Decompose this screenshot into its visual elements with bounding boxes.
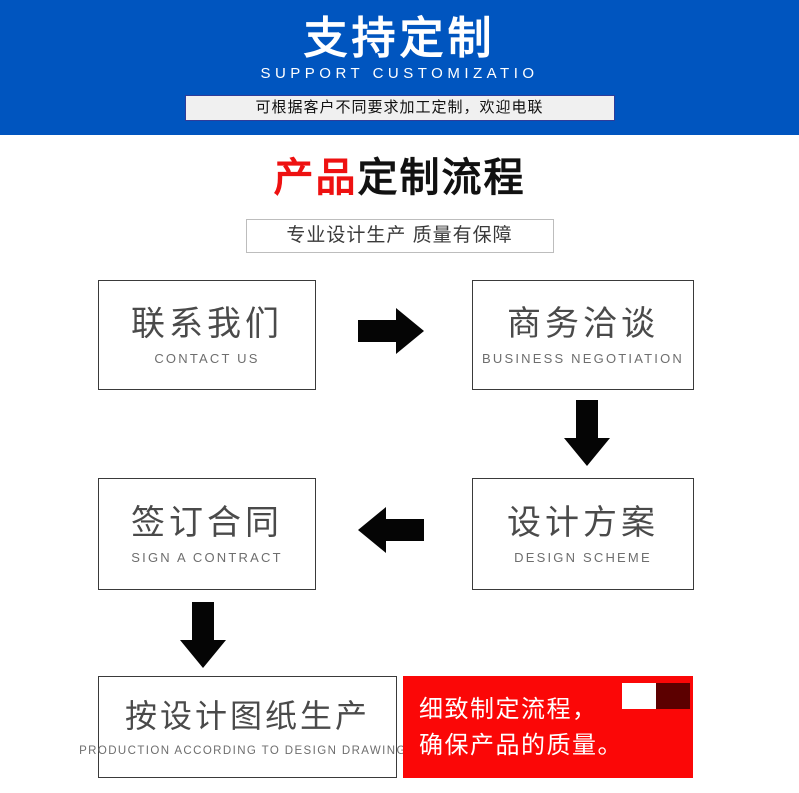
arrow-left-icon [358, 507, 424, 553]
header-subtitle: SUPPORT CUSTOMIZATIO [260, 65, 539, 82]
arrow-down-icon [180, 602, 226, 668]
flow-step-design-scheme: 设计方案 DESIGN SCHEME [472, 478, 694, 590]
quality-callout-text: 细致制定流程， 确保产品的质量。 [419, 692, 623, 764]
quality-callout-panel: 细致制定流程， 确保产品的质量。 [403, 676, 693, 778]
flow-step-label-cn: 按设计图纸生产 [124, 697, 370, 734]
flow-step-contact-us: 联系我们 CONTACT US [98, 280, 316, 390]
flow-step-label-en: BUSINESS NEGOTIATION [482, 350, 684, 366]
flow-step-label-en: CONTACT US [154, 350, 260, 366]
section-subtitle: 专业设计生产 质量有保障 [245, 219, 554, 253]
flow-step-label-en: DESIGN SCHEME [514, 549, 652, 565]
flow-step-business-negotiation: 商务洽谈 BUSINESS NEGOTIATION [472, 280, 694, 390]
flow-step-label-cn: 商务洽谈 [507, 304, 659, 343]
flow-step-sign-contract: 签订合同 SIGN A CONTRACT [98, 478, 316, 590]
arrow-down-icon [564, 400, 610, 466]
page-header-banner: 支持定制 SUPPORT CUSTOMIZATIO 可根据客户不同要求加工定制，… [0, 0, 799, 135]
flow-step-label-cn: 签订合同 [131, 503, 283, 542]
flow-step-label-en: SIGN A CONTRACT [131, 549, 283, 565]
decorative-swatch-dark [656, 683, 690, 709]
section-title-rest: 定制流程 [357, 156, 526, 200]
flow-step-label-cn: 设计方案 [507, 503, 659, 542]
section-title: 产品定制流程 [0, 152, 799, 204]
flow-step-label-en: PRODUCTION ACCORDING TO DESIGN DRAWINGS [79, 744, 416, 757]
quality-callout-line-1: 细致制定流程， [419, 696, 598, 723]
quality-callout-line-2: 确保产品的质量。 [419, 732, 623, 759]
flow-step-label-cn: 联系我们 [131, 304, 283, 343]
header-tagline-pill: 可根据客户不同要求加工定制，欢迎电联 [184, 95, 615, 121]
header-title: 支持定制 [303, 14, 496, 63]
section-title-accent: 产品 [273, 156, 358, 200]
flow-step-production: 按设计图纸生产 PRODUCTION ACCORDING TO DESIGN D… [79, 676, 415, 778]
decorative-swatch-light [622, 683, 656, 709]
arrow-right-icon [358, 308, 424, 354]
